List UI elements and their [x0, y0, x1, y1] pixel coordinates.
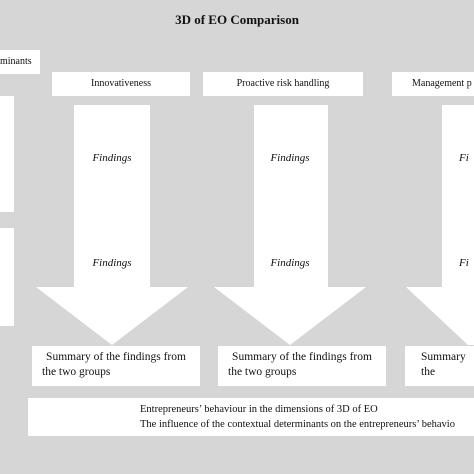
conclusion-line2: The influence of the contextual determin… — [140, 419, 455, 430]
determinants-box: minants — [0, 50, 40, 74]
dimension-proactive-risk: Proactive risk handling — [203, 72, 363, 96]
summary-box-2: Summary of the findings from the two gro… — [218, 346, 386, 386]
summary-box-3: Summary the — [405, 346, 474, 386]
summary-1-line2: the two groups — [42, 366, 111, 378]
summary-2-line2: the two groups — [228, 366, 297, 378]
diagram-title: 3D of EO Comparison — [175, 12, 299, 27]
summary-2-line1: Summary of the findings from — [232, 351, 372, 363]
findings-2b: Findings — [270, 257, 310, 269]
dimension-management: Management p — [392, 72, 474, 96]
arrow-innovativeness — [36, 105, 188, 345]
findings-3b: Fi — [459, 257, 469, 269]
summary-3-line1: Summary — [421, 351, 466, 363]
findings-1b: Findings — [92, 257, 132, 269]
left-panel-top — [0, 96, 14, 212]
left-panel-bottom — [0, 228, 14, 326]
arrow-proactive-risk — [214, 105, 366, 345]
summary-3-line2: the — [421, 366, 436, 378]
determinants-label: minants — [0, 56, 32, 67]
findings-3a: Fi — [459, 152, 469, 164]
summary-1-line1: Summary of the findings from — [46, 351, 186, 363]
summary-box-1: Summary of the findings from the two gro… — [32, 346, 200, 386]
conclusion-box: Entrepreneurs’ behaviour in the dimensio… — [28, 398, 474, 436]
dimension-innovativeness: Innovativeness — [52, 72, 190, 96]
arrow-management — [406, 105, 474, 345]
findings-2a: Findings — [270, 152, 310, 164]
findings-1a: Findings — [92, 152, 132, 164]
conclusion-line1: Entrepreneurs’ behaviour in the dimensio… — [140, 404, 378, 415]
